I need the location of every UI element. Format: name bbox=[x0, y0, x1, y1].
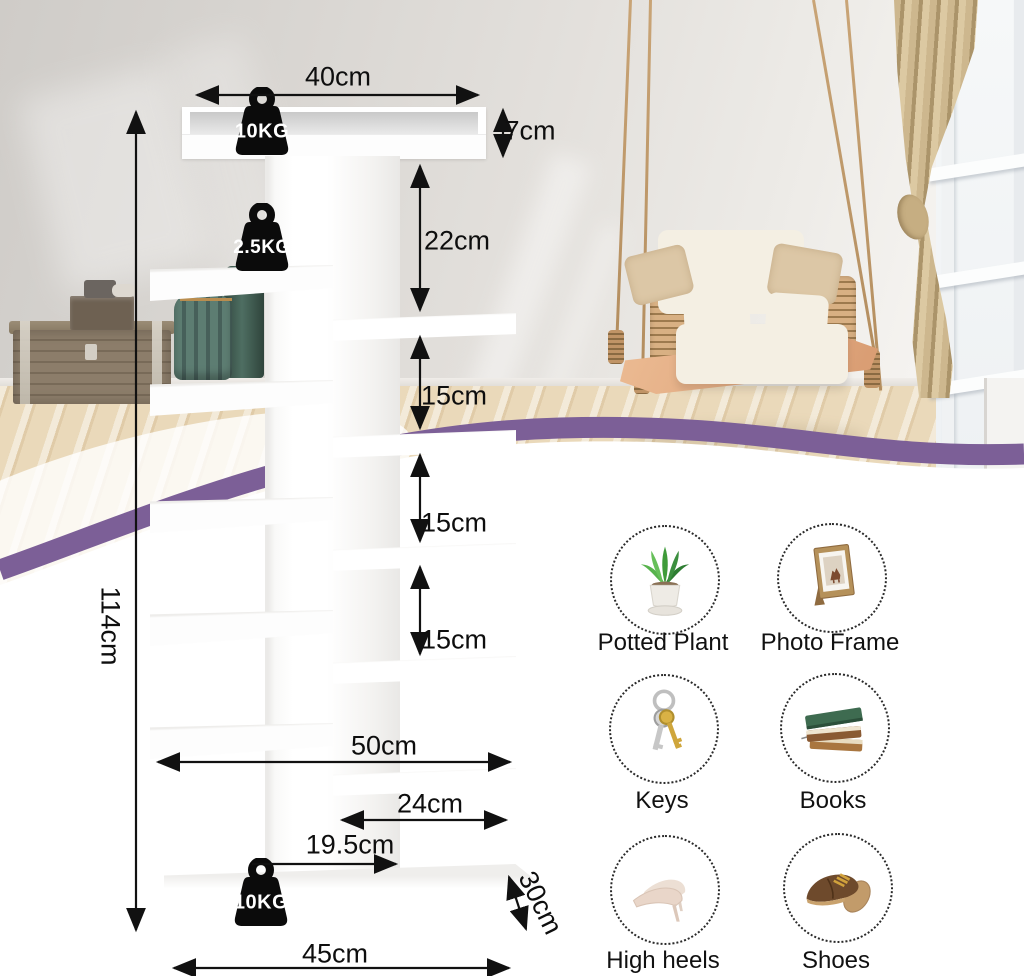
wooden-chest bbox=[13, 330, 171, 404]
kettlebell-icon bbox=[235, 202, 289, 271]
dim-gap-3: 15cm bbox=[420, 507, 488, 538]
ceramic-stool bbox=[174, 294, 232, 380]
books-icon bbox=[793, 684, 877, 773]
swing-small-pillow bbox=[764, 291, 830, 337]
dim-base-width: 45cm bbox=[301, 938, 369, 969]
tray-front-panel bbox=[182, 134, 486, 159]
legend-circle bbox=[783, 833, 893, 943]
weight-capacity-bottom: 10KG bbox=[226, 857, 296, 932]
swing-spring bbox=[608, 330, 624, 364]
legend-label: Photo Frame bbox=[760, 629, 900, 656]
weight-capacity-middle: 2.5KG bbox=[227, 202, 297, 277]
legend-circle bbox=[609, 674, 719, 784]
dim-middle-width: 50cm bbox=[350, 730, 418, 761]
dim-column-depth: 19.5cm bbox=[305, 829, 395, 860]
photo-frame-icon bbox=[790, 534, 874, 623]
chest-latch bbox=[85, 344, 97, 360]
dim-gap-4: 15cm bbox=[420, 624, 488, 655]
camera-on-chest bbox=[84, 280, 116, 298]
weight-capacity-label: 10KG bbox=[234, 120, 290, 143]
kettlebell-icon bbox=[234, 857, 288, 926]
legend-circle bbox=[610, 835, 720, 945]
legend-circle bbox=[777, 523, 887, 633]
window-frame bbox=[1014, 0, 1024, 472]
basket-on-chest bbox=[70, 296, 134, 330]
swing-shadow bbox=[625, 424, 865, 450]
legend-label: Books bbox=[799, 787, 867, 814]
dim-total-height: 114cm bbox=[95, 586, 126, 666]
door-frame bbox=[984, 378, 1024, 472]
potted-plant-icon bbox=[623, 536, 707, 625]
swing-small-pillow bbox=[682, 294, 752, 340]
legend-circle bbox=[610, 525, 720, 635]
chest-strap bbox=[152, 321, 162, 404]
legend-label: Potted Plant bbox=[597, 629, 729, 656]
dim-gap-top: 22cm bbox=[423, 225, 491, 256]
legend-circle bbox=[780, 673, 890, 783]
legend-label: Shoes bbox=[801, 947, 871, 974]
dim-shelf-depth: 24cm bbox=[396, 788, 464, 819]
dim-top-width: 40cm bbox=[304, 61, 372, 92]
chest-strap bbox=[20, 321, 30, 404]
weight-capacity-label: 10KG bbox=[233, 891, 289, 914]
legend-label: Keys bbox=[635, 787, 689, 814]
keys-icon bbox=[622, 685, 706, 774]
towel-roll bbox=[112, 284, 136, 297]
high-heels-icon bbox=[623, 846, 707, 935]
weight-capacity-top: 10KG bbox=[227, 86, 297, 161]
weight-capacity-label: 2.5KG bbox=[233, 237, 291, 258]
dim-gap-2: 15cm bbox=[420, 380, 488, 411]
dim-top-height: 7cm bbox=[504, 115, 556, 146]
shoes-icon bbox=[796, 844, 880, 933]
legend-label: High heels bbox=[606, 947, 720, 974]
rack-base bbox=[164, 864, 546, 936]
